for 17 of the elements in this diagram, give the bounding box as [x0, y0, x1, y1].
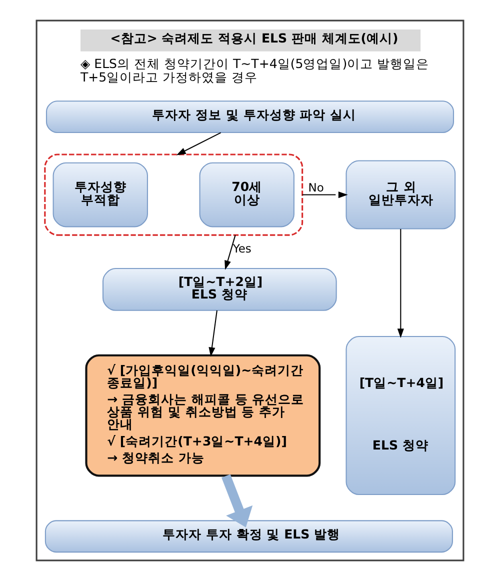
arrow — [396, 229, 404, 338]
cluster — [44, 154, 303, 236]
arrow — [208, 310, 217, 357]
node-box: [T일~T+2일] ELS 청약 — [102, 268, 336, 311]
node-box: 그 외 일반투자자 — [345, 160, 456, 230]
arrow — [302, 191, 348, 198]
node-box: 70세 이상 — [198, 162, 294, 228]
node-box: 투자성향 부적합 — [52, 162, 148, 228]
arrow — [221, 474, 252, 528]
node-box: [T일~T+4일] ELS 청약 — [345, 336, 456, 496]
arrow — [224, 234, 236, 270]
edge-label: Yes — [232, 242, 251, 256]
node-box: 투자자 투자 확정 및 ELS 발행 — [44, 520, 452, 553]
node-box: √ [가입후익일(익익일)~숙려기간 종료일)] → 금융회사는 해피콜 등 유선으로 상품 위험 및 취소방법 등 추가 안내 √ [숙려기간(T+3일~T+4일)] → 청약취소 가능 — [84, 354, 320, 477]
arrow — [176, 132, 221, 156]
edge-label: No — [308, 180, 324, 194]
node-box: 투자자 정보 및 투자성향 파악 실시 — [45, 100, 454, 134]
